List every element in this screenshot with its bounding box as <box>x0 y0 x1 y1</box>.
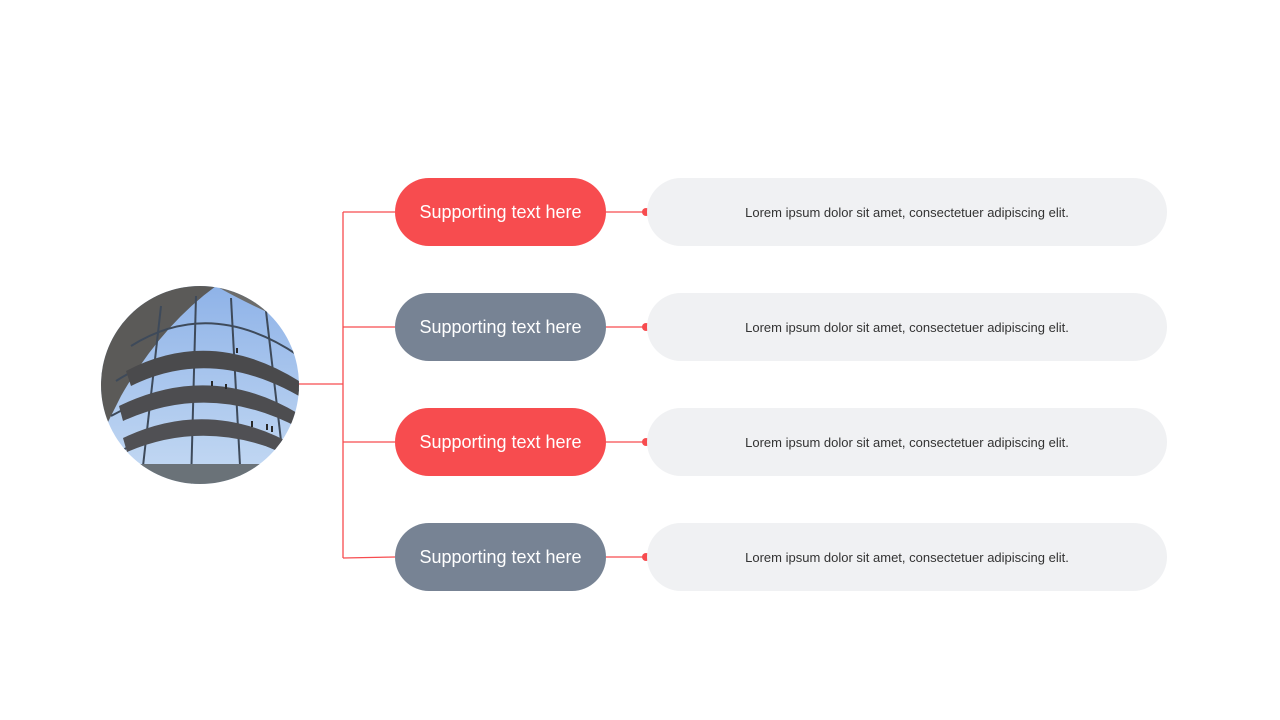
supporting-label-2: Supporting text here <box>395 293 606 361</box>
supporting-label-3: Supporting text here <box>395 408 606 476</box>
description-1: Lorem ipsum dolor sit amet, consectetuer… <box>647 178 1167 246</box>
supporting-label-1: Supporting text here <box>395 178 606 246</box>
description-4: Lorem ipsum dolor sit amet, consectetuer… <box>647 523 1167 591</box>
description-3: Lorem ipsum dolor sit amet, consectetuer… <box>647 408 1167 476</box>
branch-line-4 <box>342 556 396 559</box>
dome-interior-photo <box>101 286 299 484</box>
description-2: Lorem ipsum dolor sit amet, consectetuer… <box>647 293 1167 361</box>
supporting-label-4: Supporting text here <box>395 523 606 591</box>
